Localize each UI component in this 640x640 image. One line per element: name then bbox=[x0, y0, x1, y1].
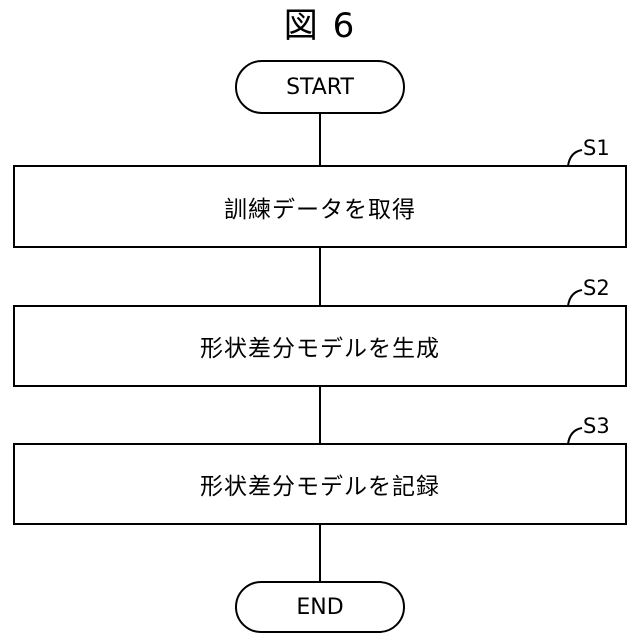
start-terminal: START bbox=[235, 60, 405, 114]
step-box-s1: 訓練データを取得 bbox=[13, 165, 627, 248]
start-label: START bbox=[286, 75, 354, 100]
step-box-s2: 形状差分モデルを生成 bbox=[13, 305, 627, 387]
step-label-s3: 形状差分モデルを記録 bbox=[200, 467, 440, 501]
figure-title: 図 6 bbox=[0, 4, 640, 48]
s2-leader-line bbox=[568, 290, 582, 306]
step-id-s2: S2 bbox=[583, 276, 610, 300]
step-label-s1: 訓練データを取得 bbox=[224, 190, 416, 224]
step-id-s3: S3 bbox=[583, 414, 610, 438]
s3-leader-line bbox=[568, 428, 582, 444]
end-terminal: END bbox=[235, 581, 405, 633]
step-box-s3: 形状差分モデルを記録 bbox=[13, 443, 627, 525]
step-id-s1: S1 bbox=[583, 136, 610, 160]
step-label-s2: 形状差分モデルを生成 bbox=[200, 329, 440, 363]
s1-leader-line bbox=[568, 150, 582, 166]
end-label: END bbox=[296, 595, 343, 620]
